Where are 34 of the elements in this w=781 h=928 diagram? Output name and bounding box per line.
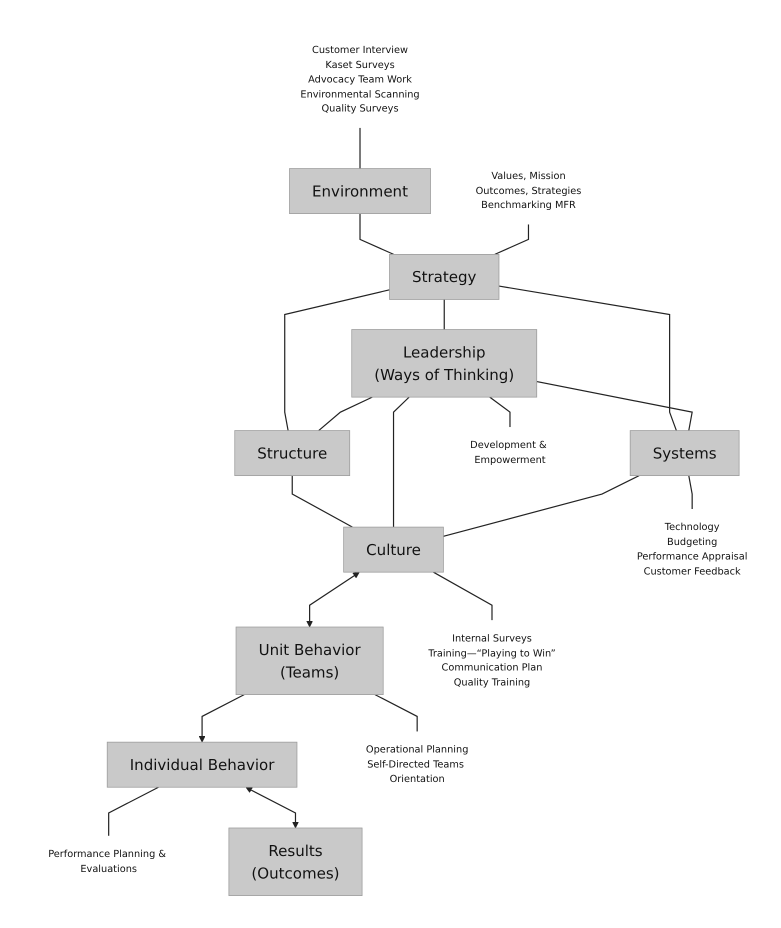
connector	[444, 300, 445, 330]
connector	[433, 572, 493, 620]
node-text: Internal Surveys Training—“Playing to Win” Communication Plan Quality Training	[428, 633, 556, 688]
connector	[498, 286, 677, 431]
connector	[392, 396, 410, 528]
node-box: Results (Outcomes)	[228, 828, 362, 896]
node-text: Values, Mission Outcomes, Strategies Benchmarking MFR	[476, 170, 582, 212]
node-box: Systems	[630, 430, 740, 476]
connector	[536, 381, 693, 431]
node-box: Culture	[343, 526, 444, 573]
connector	[359, 128, 361, 169]
connector	[443, 475, 640, 538]
node-box: Structure	[234, 430, 350, 476]
connector	[318, 396, 373, 432]
arrow	[306, 572, 360, 628]
node-box: Unit Behavior (Teams)	[236, 626, 384, 696]
connector	[688, 476, 693, 510]
node-text: Performance Planning & Evaluations	[48, 848, 166, 875]
node-text: Customer Interview Kaset Surveys Advocacy Team Work Environmental Scanning Quality Surveys	[300, 44, 420, 115]
arrow	[198, 694, 244, 743]
node-text: Technology Budgeting Performance Appraisal Customer Feedback	[636, 522, 748, 578]
node-box: Leadership (Ways of Thinking)	[351, 329, 538, 398]
node-box: Individual Behavior	[106, 742, 298, 788]
node-text: Development & Empowerment	[470, 440, 547, 466]
connector	[284, 289, 390, 431]
connector	[489, 396, 511, 428]
connector	[292, 476, 353, 528]
node-text: Operational Planning Self-Directed Teams Orientation	[366, 744, 468, 785]
connector	[374, 694, 418, 732]
arrow	[246, 787, 299, 828]
node-box: Strategy	[389, 254, 500, 300]
node-box: Environment	[289, 168, 431, 214]
connector	[108, 786, 159, 836]
connector	[494, 224, 530, 256]
